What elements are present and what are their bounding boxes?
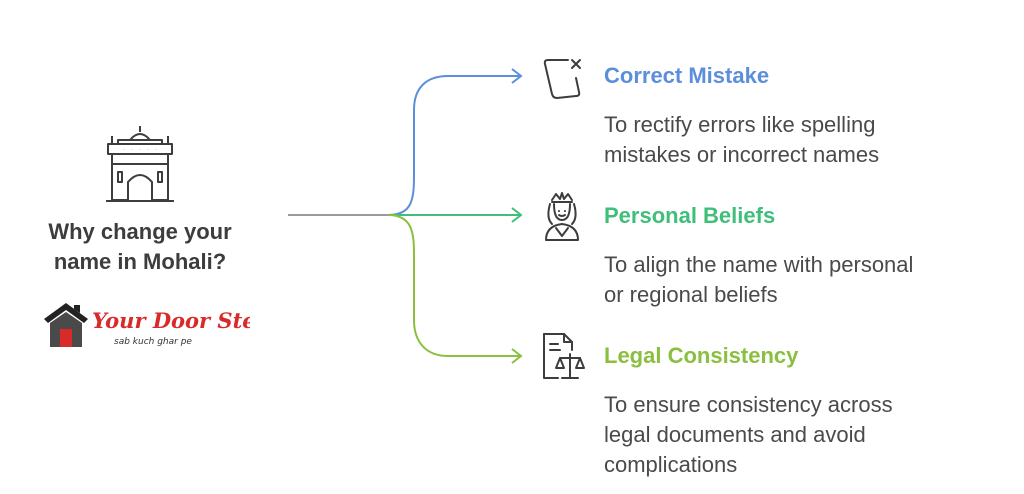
root-title-line: name in Mohali? [53, 249, 227, 274]
your-door-step-logo: Your Door Step sab kuch ghar pe [44, 303, 250, 347]
branch-title-correct-mistake: Correct Mistake [604, 63, 770, 88]
desc-line: To ensure consistency across [604, 392, 893, 417]
branch-desc-legal-consistency: To ensure consistency across legal docum… [604, 390, 1004, 480]
branch-title-personal-beliefs: Personal Beliefs [604, 203, 776, 228]
monument-gate-icon [106, 126, 174, 202]
logo-brand-text: Your Door Step [92, 308, 250, 333]
square-x-icon [543, 59, 581, 99]
desc-line: mistakes or incorrect names [604, 142, 880, 167]
root-title: Why change your name in Mohali? [20, 217, 260, 277]
root-title-line: Why change your [48, 219, 232, 244]
desc-line: complications [604, 452, 738, 477]
logo-tagline-text: sab kuch ghar pe [114, 337, 192, 347]
house-logo-icon [44, 303, 88, 347]
connector-correct-mistake [387, 75, 520, 216]
branch-title-legal-consistency: Legal Consistency [604, 343, 799, 368]
arrow-personal-beliefs [511, 207, 523, 223]
branch-desc-personal-beliefs: To align the name with personal or regio… [604, 250, 1004, 310]
goddess-icon [545, 192, 579, 241]
arrow-correct-mistake [511, 68, 523, 84]
legal-document-scale-icon [543, 333, 585, 379]
arrow-legal-consistency [511, 348, 523, 364]
desc-line: To rectify errors like spelling [604, 112, 876, 137]
desc-line: legal documents and avoid [604, 422, 866, 447]
branch-desc-correct-mistake: To rectify errors like spelling mistakes… [604, 110, 1004, 170]
desc-line: To align the name with personal [604, 252, 914, 277]
connector-legal-consistency [387, 214, 520, 357]
desc-line: or regional beliefs [604, 282, 778, 307]
